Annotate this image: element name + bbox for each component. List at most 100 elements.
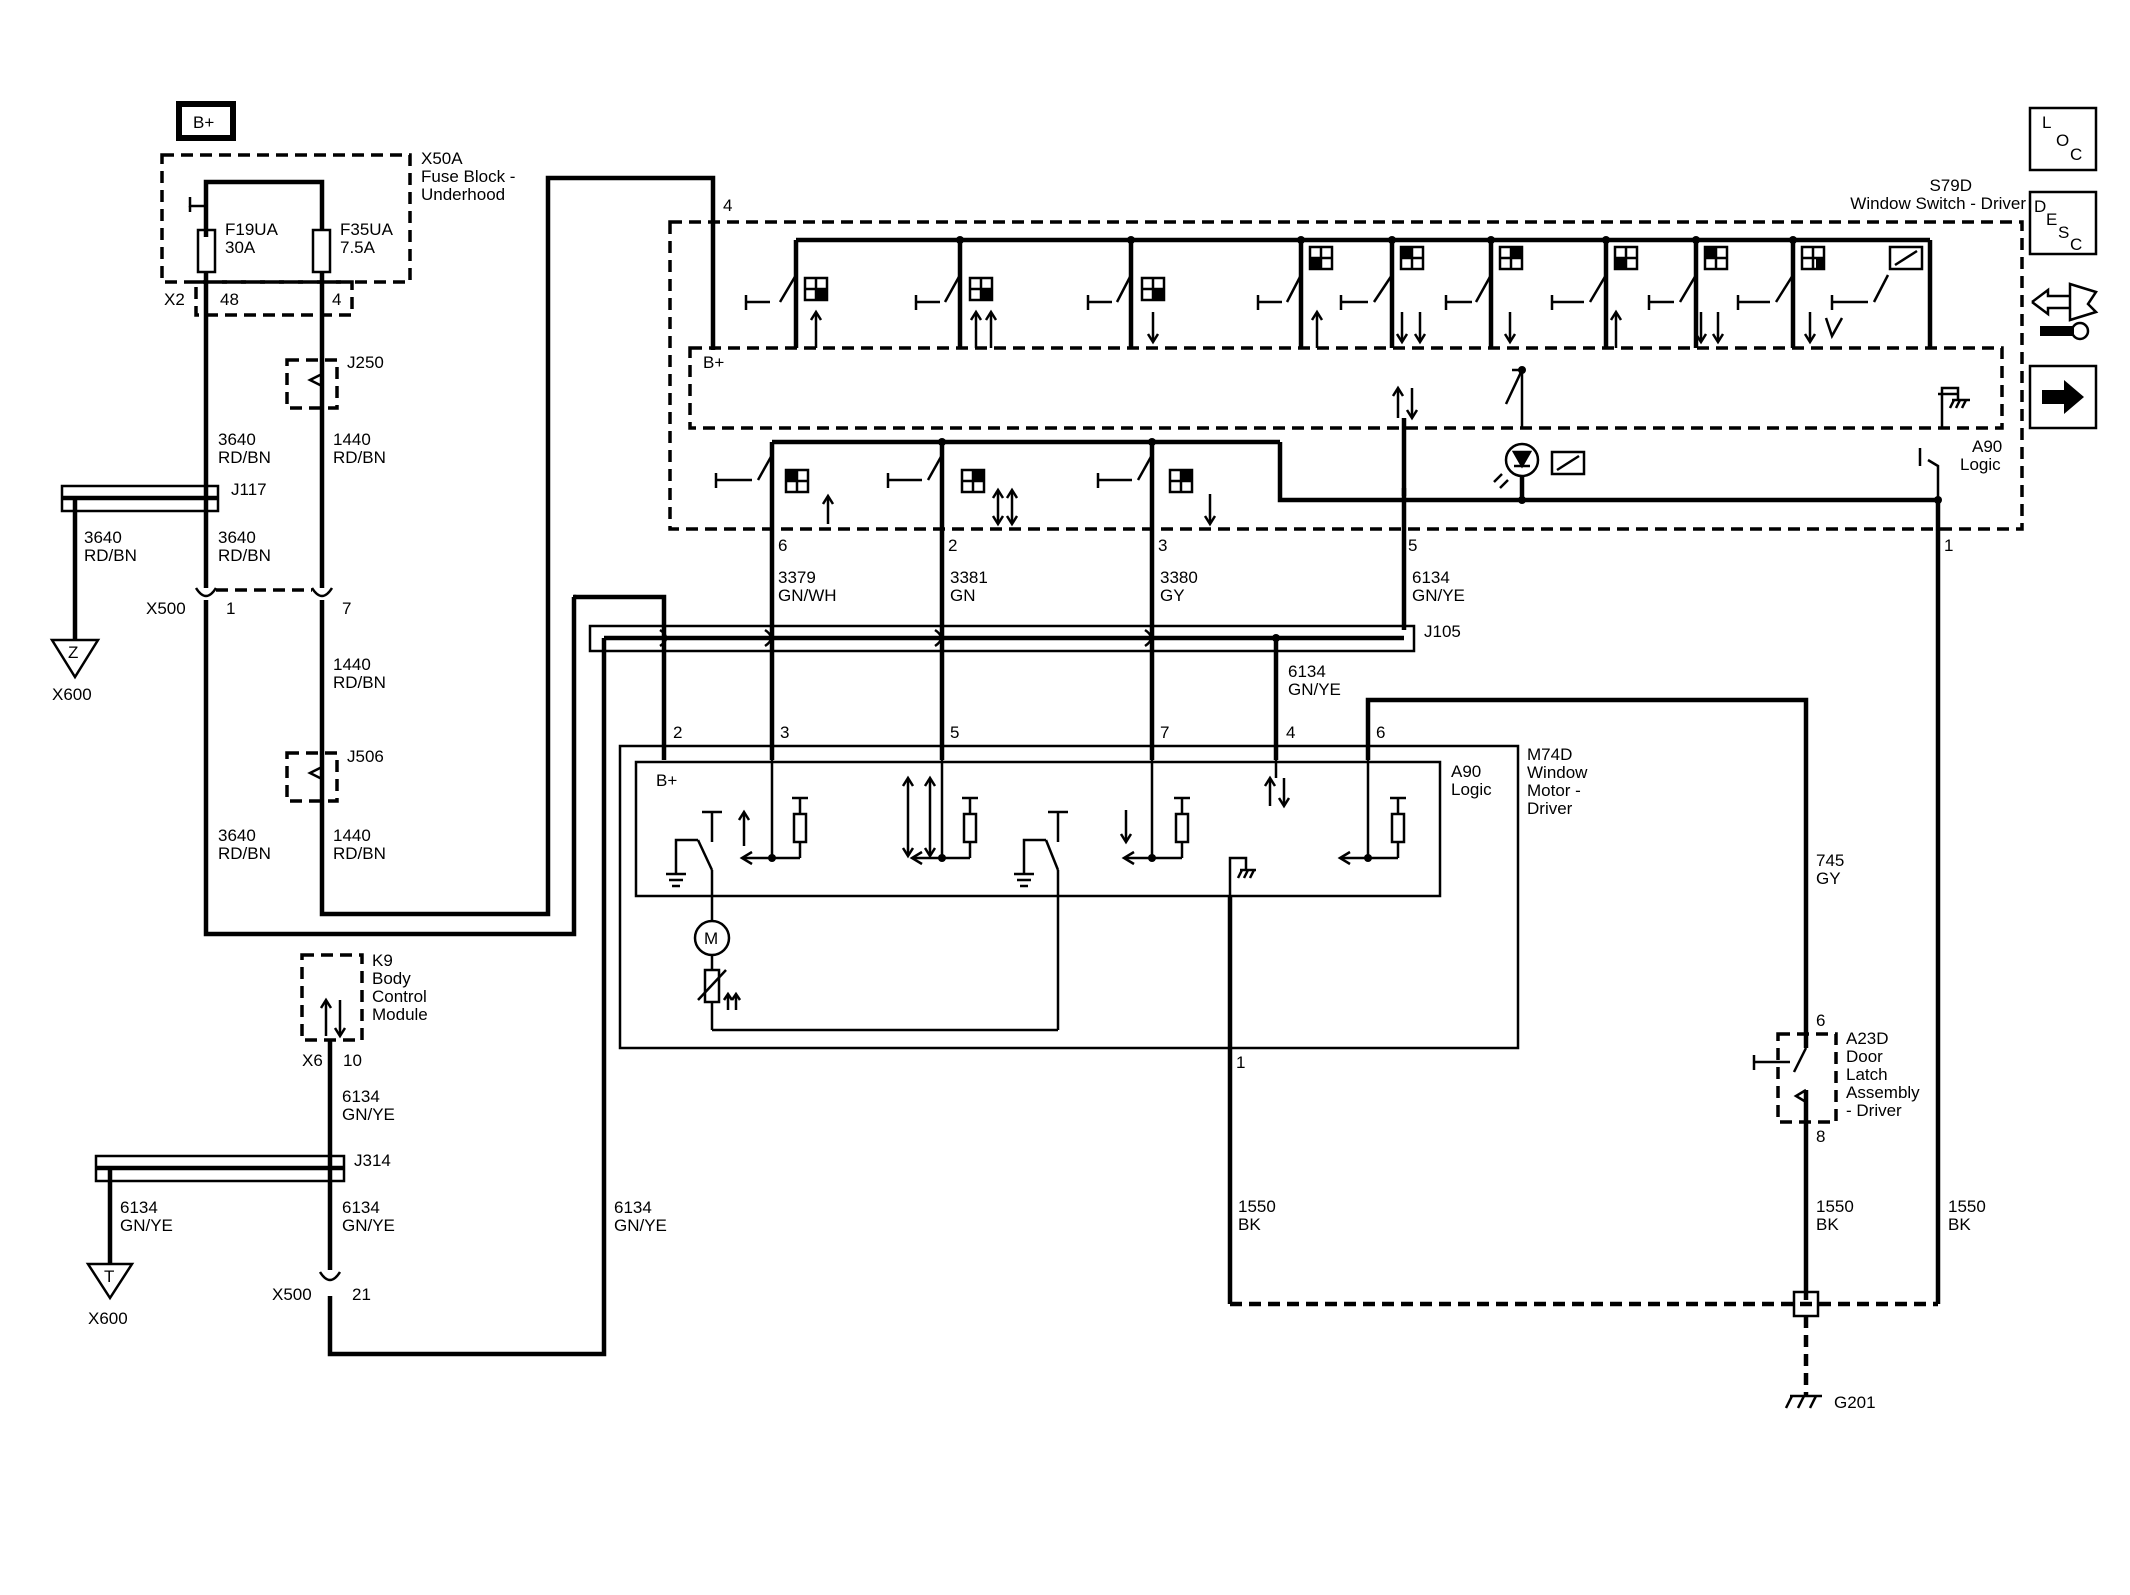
svg-text:5: 5 [1408,536,1417,555]
svg-text:1440: 1440 [333,655,371,674]
svg-text:X600: X600 [88,1309,128,1328]
svg-text:BK: BK [1816,1215,1839,1234]
svg-text:3381: 3381 [950,568,988,587]
splice-j105: J105 [588,622,1461,653]
svg-text:RD/BN: RD/BN [333,448,386,467]
svg-text:GY: GY [1816,869,1841,888]
splice-j506: J506 [285,747,384,803]
svg-text:6134: 6134 [1288,662,1326,681]
svg-text:GN/YE: GN/YE [342,1105,395,1124]
battery-label: B+ [193,113,214,132]
svg-text:Underhood: Underhood [421,185,505,204]
svg-text:RD/BN: RD/BN [218,448,271,467]
svg-text:RD/BN: RD/BN [218,546,271,565]
svg-text:RD/BN: RD/BN [333,673,386,692]
svg-text:Module: Module [372,1005,428,1024]
svg-text:4: 4 [1286,723,1295,742]
ground-g201: G201 [1227,1290,1941,1412]
svg-text:6134: 6134 [342,1198,380,1217]
svg-text:10: 10 [343,1051,362,1070]
svg-text:Fuse Block -: Fuse Block - [421,167,515,186]
svg-text:X500: X500 [146,599,186,618]
svg-text:Door: Door [1846,1047,1883,1066]
svg-text:A90: A90 [1972,437,2002,456]
svg-text:1550: 1550 [1816,1197,1854,1216]
connector-icon[interactable] [2031,282,2099,341]
svg-text:3640: 3640 [218,430,256,449]
svg-text:BK: BK [1948,1215,1971,1234]
svg-text:Latch: Latch [1846,1065,1888,1084]
svg-text:M: M [704,929,718,948]
svg-text:3640: 3640 [218,826,256,845]
svg-text:M74D: M74D [1527,745,1572,764]
svg-text:F35UA: F35UA [340,220,394,239]
inline-connector-x500-top: X500 1 7 [146,587,351,618]
svg-text:3: 3 [780,723,789,742]
svg-text:J506: J506 [347,747,384,766]
svg-text:21: 21 [352,1285,371,1304]
svg-text:K9: K9 [372,951,393,970]
window-motor-driver: M74D Window Motor - Driver A90 Logic B+ … [618,723,1588,1072]
svg-text:X2: X2 [164,290,185,309]
splice-j250: J250 [285,353,384,410]
svg-text:J105: J105 [1424,622,1461,641]
svg-text:7: 7 [342,599,351,618]
svg-text:E: E [2046,210,2057,229]
window-switch-driver: S79D Window Switch - Driver B+ A90 Logic… [668,176,2026,531]
svg-text:X6: X6 [302,1051,323,1070]
svg-text:4: 4 [723,196,732,215]
svg-text:6: 6 [1816,1011,1825,1030]
svg-text:GN/YE: GN/YE [1412,586,1465,605]
svg-text:1550: 1550 [1238,1197,1276,1216]
svg-text:3: 3 [1158,536,1167,555]
svg-text:Logic: Logic [1451,780,1492,799]
svg-text:B+: B+ [656,771,677,790]
svg-text:X50A: X50A [421,149,463,168]
svg-text:G201: G201 [1834,1393,1876,1412]
splice-j117: J117 [60,480,267,640]
location-nav-button[interactable]: L O C [2028,106,2098,172]
svg-text:X500: X500 [272,1285,312,1304]
description-nav-button[interactable]: D E S C [2028,190,2098,256]
svg-text:Z: Z [68,643,78,662]
svg-text:3380: 3380 [1160,568,1198,587]
svg-text:J250: J250 [347,353,384,372]
svg-text:GN/YE: GN/YE [1288,680,1341,699]
svg-text:Control: Control [372,987,427,1006]
svg-text:1: 1 [1236,1053,1245,1072]
svg-text:RD/BN: RD/BN [84,546,137,565]
ground-x600-z: Z X600 [49,638,101,704]
svg-text:L: L [2042,113,2051,132]
svg-text:J314: J314 [354,1151,391,1170]
svg-text:A90: A90 [1451,762,1481,781]
svg-text:6134: 6134 [614,1198,652,1217]
svg-text:6134: 6134 [120,1198,158,1217]
svg-text:GY: GY [1160,586,1185,605]
svg-text:7.5A: 7.5A [340,238,376,257]
power-feed-wires [203,175,716,937]
door-latch-assembly: 6 8 A23D Door Latch Assembly - Driver [1752,1011,1920,1146]
svg-text:S: S [2058,223,2069,242]
svg-text:BK: BK [1238,1215,1261,1234]
svg-text:GN/YE: GN/YE [342,1216,395,1235]
svg-text:J117: J117 [231,480,267,499]
arrow-right-icon[interactable] [2028,364,2098,430]
fuse-f35ua [311,228,332,274]
svg-text:S79D: S79D [1929,176,1972,195]
svg-text:Assembly: Assembly [1846,1083,1920,1102]
battery-symbol: B+ [176,101,236,141]
svg-text:C: C [2070,235,2082,254]
svg-text:D: D [2034,197,2046,216]
svg-text:B+: B+ [703,353,724,372]
svg-text:745: 745 [1816,851,1844,870]
svg-text:X600: X600 [52,685,92,704]
svg-text:Window Switch - Driver: Window Switch - Driver [1850,194,2026,213]
svg-text:GN: GN [950,586,976,605]
svg-text:GN/WH: GN/WH [778,586,837,605]
svg-text:1: 1 [226,599,235,618]
svg-text:7: 7 [1160,723,1169,742]
svg-text:C: C [2070,145,2082,164]
svg-text:1440: 1440 [333,826,371,845]
fuse-block: X50A Fuse Block - Underhood F19UA 30A F3… [160,149,515,317]
